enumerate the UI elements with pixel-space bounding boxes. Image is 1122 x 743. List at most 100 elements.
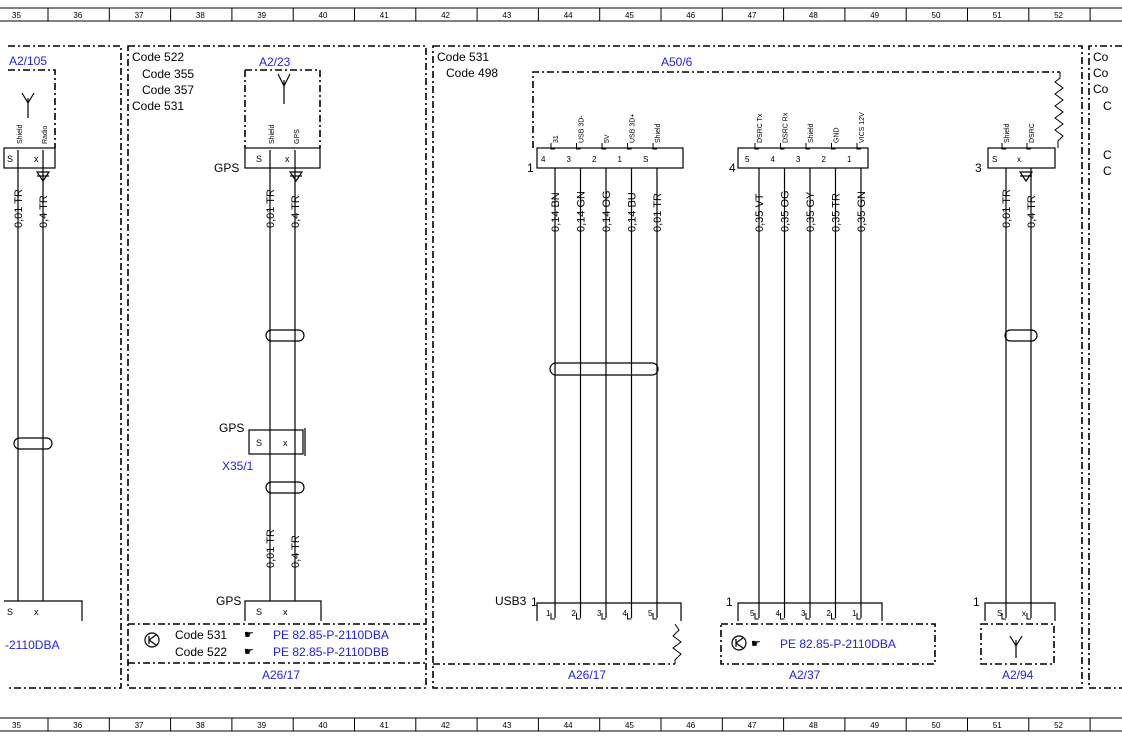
ruler-number: 51 xyxy=(993,11,1002,20)
ruler-number: 40 xyxy=(319,721,328,730)
pin-number: 1 xyxy=(618,155,623,164)
ruler-number: 38 xyxy=(196,11,205,20)
pin-letter-s: S xyxy=(7,154,13,164)
ruler-number: 37 xyxy=(135,11,144,20)
wire-label: 0,14 OG xyxy=(601,190,613,232)
code-fragment-3: Co xyxy=(1093,82,1109,96)
left-partial-ref: -2110DBA xyxy=(5,638,59,652)
pin-number: 1 xyxy=(847,155,852,164)
ruler-number: 46 xyxy=(686,11,695,20)
ruler-number: 42 xyxy=(441,721,450,730)
pin-number: 1 xyxy=(546,609,551,618)
pin-terminal xyxy=(856,143,861,150)
component-label-a2-105: A2/105 xyxy=(9,54,47,68)
ruler-number: 44 xyxy=(564,11,573,20)
pin-terminal xyxy=(805,613,810,620)
code-label-2: Code 498 xyxy=(446,66,498,80)
connector-number-usb3: 1 xyxy=(531,595,538,609)
ruler-number: 40 xyxy=(319,11,328,20)
ruler-number: 48 xyxy=(809,11,818,20)
pin-terminal xyxy=(1001,613,1006,620)
code-fragment-6: C xyxy=(1103,164,1112,178)
ruler-number: 50 xyxy=(932,721,941,730)
wire-label: 0,14 BN xyxy=(550,192,562,232)
bottom-connector-gps: GPS xyxy=(216,594,241,608)
ruler-number: 51 xyxy=(993,721,1002,730)
ruler-number: 47 xyxy=(748,721,757,730)
ruler-number: 39 xyxy=(257,721,266,730)
wire-label-gps-shield: 0,01 TR xyxy=(265,189,277,228)
pin-name-radio: Radio xyxy=(42,126,49,144)
wire-label: 0,35 OG xyxy=(780,190,792,232)
code-label-1: Code 522 xyxy=(132,50,184,64)
wire-label: 0,14 BU xyxy=(627,192,639,232)
wire-label: 0,01 TR xyxy=(1001,189,1013,228)
code-fragment-1: Co xyxy=(1093,50,1109,64)
ruler-number: 38 xyxy=(196,721,205,730)
pin-name: Shield xyxy=(655,123,662,143)
ruler-number: 49 xyxy=(870,721,879,730)
pin-name-shield: Shield xyxy=(269,124,276,144)
pin-letter-s: S xyxy=(256,154,262,164)
pin-terminal xyxy=(856,613,861,620)
ruler-number: 36 xyxy=(73,11,82,20)
pin-number: 1 xyxy=(852,609,857,618)
code-fragment-5: C xyxy=(1103,148,1112,162)
ruler-number: 48 xyxy=(809,721,818,730)
pin-name-gps: GPS xyxy=(294,129,301,144)
pin-name: VICS 12V xyxy=(859,112,866,143)
ruler-number: 36 xyxy=(73,721,82,730)
ruler-number: 35 xyxy=(12,721,21,730)
antenna-icon xyxy=(1009,635,1023,658)
component-label-a26-17: A26/17 xyxy=(262,668,300,682)
pin-number: 5 xyxy=(750,609,755,618)
pin-letter-s: S xyxy=(256,438,262,448)
pin-name: 31 xyxy=(553,135,560,143)
wire-label: 0,35 VT xyxy=(754,193,766,232)
pin-number: x xyxy=(1022,609,1026,618)
hand-pointer-icon: ☛ xyxy=(244,629,254,641)
ref-link-2110dbb[interactable]: PE 82.85-P-2110DBB xyxy=(273,645,389,659)
ruler-number: 42 xyxy=(441,11,450,20)
pin-number: S xyxy=(992,155,997,164)
component-label-x35-1: X35/1 xyxy=(222,459,254,473)
pin-name: DSRC Tx xyxy=(757,113,764,143)
code-label-4: Code 531 xyxy=(132,99,184,113)
pin-name: DSRC Rx xyxy=(783,112,790,143)
transistor-icon xyxy=(731,635,747,651)
hand-pointer-icon: ☛ xyxy=(751,638,761,650)
connector-number-4: 4 xyxy=(729,161,736,175)
ref-link-a2-37[interactable]: PE 82.85-P-2110DBA xyxy=(780,637,896,651)
wire-label: 0,01 TR xyxy=(652,193,664,232)
wire-label-left-2: 0,4 TR xyxy=(38,195,50,228)
pin-name: DSRC xyxy=(1029,123,1036,143)
ruler-number: 46 xyxy=(686,721,695,730)
pin-number: 4 xyxy=(541,155,546,164)
pin-number: 2 xyxy=(592,155,597,164)
ruler-number: 52 xyxy=(1054,721,1063,730)
wire-label: 0,35 GY xyxy=(805,191,817,232)
wire-label-left-1: 0,01 TR xyxy=(13,189,25,228)
pin-terminal xyxy=(627,143,632,150)
bottom-pin-x: x xyxy=(34,607,39,617)
wire-label: 0,35 GN xyxy=(856,191,868,232)
pin-terminal xyxy=(805,143,810,150)
pin-terminal xyxy=(652,143,657,150)
ruler-number: 44 xyxy=(564,721,573,730)
ruler-number: 41 xyxy=(380,721,389,730)
ruler-number: 43 xyxy=(502,11,511,20)
pin-terminal xyxy=(601,613,606,620)
component-label-a2-23: A2/23 xyxy=(259,55,291,69)
wire-label: 0,14 GN xyxy=(576,191,588,232)
ruler-number: 43 xyxy=(502,721,511,730)
pin-name: GND xyxy=(834,127,841,143)
code-label-2: Code 355 xyxy=(142,67,194,81)
pin-terminal xyxy=(652,613,657,620)
ref-link-2110dba[interactable]: PE 82.85-P-2110DBA xyxy=(273,628,389,642)
pin-name: 5V xyxy=(604,134,611,143)
pin-number: 3 xyxy=(801,609,806,618)
pin-number: 3 xyxy=(796,155,801,164)
wire-label: 0,35 TR xyxy=(831,193,843,232)
